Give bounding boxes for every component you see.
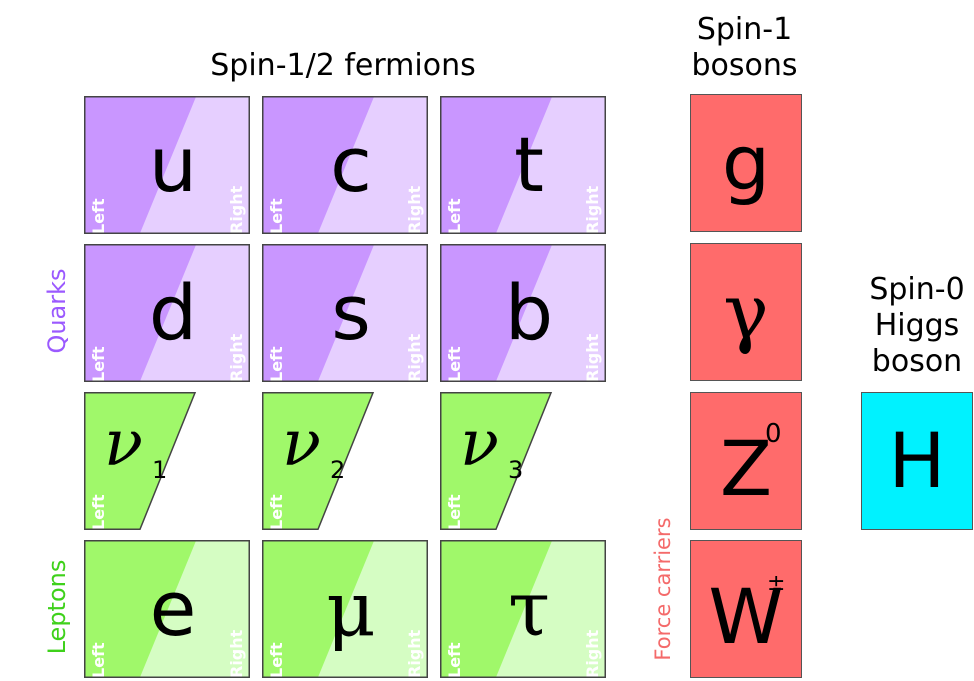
right-chirality-label: Right: [227, 185, 246, 234]
quark-card-u: u Left Right: [84, 96, 250, 234]
fermions-heading: Spin-1/2 fermions: [210, 48, 476, 83]
quark-card-bg: [262, 96, 428, 234]
left-chirality-label: Left: [89, 198, 108, 234]
left-chirality-label: Left: [445, 346, 464, 382]
lepton-symbol: e: [149, 564, 197, 653]
left-chirality-label: Left: [445, 198, 464, 234]
left-chirality-label: Left: [89, 642, 108, 678]
neutrino-subscript: 1: [152, 456, 168, 484]
neutrino-symbol: ν: [104, 407, 143, 481]
lepton-symbol: μ: [326, 564, 376, 653]
neutrino-card-1: ν 1 Left: [84, 392, 250, 530]
quark-card-t: t Left Right: [440, 96, 606, 234]
lepton-symbol: τ: [507, 564, 551, 653]
neutrino-card-bg: [262, 392, 375, 530]
quark-card-bg: [84, 244, 250, 382]
neutrino-subscript: 3: [508, 456, 524, 484]
quark-card-bg: [440, 96, 606, 234]
right-chirality-label: Right: [405, 185, 424, 234]
quark-card-s: s Left Right: [262, 244, 428, 382]
boson-superscript: 0: [765, 419, 782, 449]
higgs-heading: Spin-0 Higgs boson: [860, 272, 974, 380]
gluon-box: g: [690, 94, 802, 232]
quark-symbol: u: [148, 120, 198, 209]
right-chirality-label: Right: [405, 333, 424, 382]
higgs-heading-line3: boson: [871, 344, 963, 379]
lepton-card-bg: [84, 540, 250, 678]
z-boson-box: Z 0: [690, 392, 802, 530]
left-chirality-label: Left: [89, 346, 108, 382]
right-chirality-label: Right: [227, 333, 246, 382]
quark-symbol: s: [331, 268, 371, 357]
boson-symbol: Z: [719, 424, 773, 513]
quark-card-bg: [440, 244, 606, 382]
neutrino-card-bg: [84, 392, 197, 530]
right-chirality-label: Right: [227, 629, 246, 678]
neutrino-symbol: ν: [282, 407, 321, 481]
photon-box: γ: [690, 243, 802, 381]
left-chirality-label: Left: [267, 198, 286, 234]
lepton-card-tau: τ Left Right: [440, 540, 606, 678]
bosons-heading-line1: Spin-1: [696, 12, 793, 47]
right-chirality-label: Right: [583, 333, 602, 382]
quark-symbol: d: [148, 268, 198, 357]
neutrino-card-2: ν 2 Left: [262, 392, 428, 530]
quark-symbol: t: [514, 120, 544, 209]
right-chirality-label: Right: [405, 629, 424, 678]
higgs-symbol: H: [888, 416, 946, 505]
quark-card-b: b Left Right: [440, 244, 606, 382]
left-chirality-label: Left: [445, 494, 464, 530]
neutrino-subscript: 2: [330, 456, 346, 484]
boson-symbol: W: [708, 572, 784, 661]
left-chirality-label: Left: [445, 642, 464, 678]
lepton-card-bg: [262, 540, 428, 678]
higgs-heading-line2: Higgs: [874, 308, 960, 343]
lepton-card-e: e Left Right: [84, 540, 250, 678]
quark-symbol: c: [330, 120, 372, 209]
neutrino-card-bg: [440, 392, 553, 530]
quark-card-bg: [84, 96, 250, 234]
quark-symbol: b: [504, 268, 554, 357]
boson-superscript: ±: [767, 571, 786, 596]
leptons-label: Leptons: [43, 559, 71, 655]
bosons-heading: Spin-1 bosons: [682, 12, 807, 84]
bosons-heading-line2: bosons: [691, 48, 798, 83]
w-boson-box: W ±: [690, 540, 802, 678]
quark-card-bg: [262, 244, 428, 382]
neutrino-symbol: ν: [460, 407, 499, 481]
quark-card-d: d Left Right: [84, 244, 250, 382]
force-carriers-label: Force carriers: [651, 517, 675, 661]
left-chirality-label: Left: [267, 494, 286, 530]
left-chirality-label: Left: [267, 346, 286, 382]
boson-symbol: g: [721, 118, 771, 207]
lepton-card-bg: [440, 540, 606, 678]
higgs-heading-line1: Spin-0: [869, 272, 965, 307]
left-chirality-label: Left: [267, 642, 286, 678]
left-chirality-label: Left: [89, 494, 108, 530]
neutrino-card-3: ν 3 Left: [440, 392, 606, 530]
boson-symbol: γ: [723, 267, 769, 356]
quark-card-c: c Left Right: [262, 96, 428, 234]
higgs-box: H: [861, 392, 973, 530]
quarks-label: Quarks: [43, 268, 71, 354]
right-chirality-label: Right: [583, 185, 602, 234]
right-chirality-label: Right: [583, 629, 602, 678]
lepton-card-mu: μ Left Right: [262, 540, 428, 678]
